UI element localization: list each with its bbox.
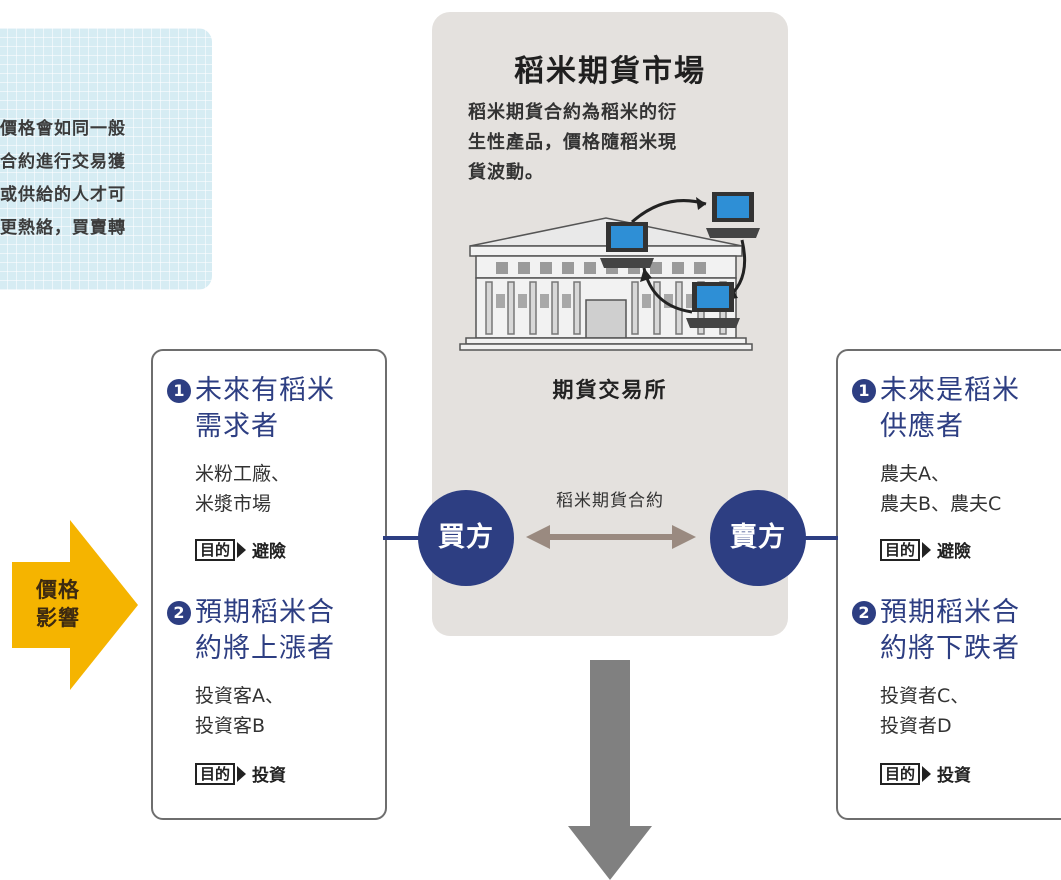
note-line: 更熱絡，買賣轉 [0, 218, 126, 238]
description-line: 生性產品，價格隨稻米現 [468, 132, 677, 153]
seller-group-2-purpose: 目的投資 [880, 761, 971, 786]
futures-exchange-illustration [459, 192, 760, 351]
intro-note: 價格會如同一般 合約進行交易獲 或供給的人才可 更熱絡，買賣轉 [0, 28, 212, 290]
number-badge: 1 [167, 379, 191, 403]
seller-group-1-purpose: 目的避險 [880, 537, 971, 562]
contract-label: 稻米期貨合約 [556, 491, 664, 511]
buyer-group-1-items: 米粉工廠、 米漿市場 [195, 463, 291, 515]
number-badge: 2 [167, 601, 191, 625]
computer-icon [706, 192, 760, 238]
buyer-connector [383, 536, 433, 540]
note-line: 價格會如同一般 [0, 119, 126, 139]
buyer-group-2-items: 投資客A、 投資客B [195, 685, 284, 737]
buyer-group-1-heading-line2: 需求者 [195, 411, 279, 442]
computer-icon [600, 222, 654, 268]
seller-group-2-heading-line2: 約將下跌者 [880, 633, 1020, 664]
exchange-label: 期貨交易所 [552, 377, 668, 402]
computer-icon [686, 282, 740, 328]
note-line: 合約進行交易獲 [0, 152, 126, 172]
seller-group-2-items: 投資者C、 投資者D [880, 685, 970, 737]
number-badge: 1 [852, 379, 876, 403]
seller-role-badge: 賣方 [710, 490, 806, 586]
down-arrow-icon [568, 660, 652, 880]
description-line: 貨波動。 [468, 162, 544, 183]
description-line: 稻米期貨合約為稻米的衍 [468, 102, 677, 123]
seller-group-1-items: 農夫A、 農夫B、農夫C [880, 463, 1002, 515]
seller-group-1-heading-line2: 供應者 [880, 411, 964, 442]
price-influence-label: 價格 影響 [36, 578, 80, 630]
buyer-group-2-purpose: 目的投資 [195, 761, 286, 786]
note-line: 或供給的人才可 [0, 185, 126, 205]
number-badge: 2 [852, 601, 876, 625]
market-title: 稻米期貨市場 [514, 54, 706, 89]
market-description: 稻米期貨合約為稻米的衍 生性產品，價格隨稻米現 貨波動。 [468, 98, 768, 188]
contract-double-arrow-icon [526, 525, 696, 549]
buyer-group-2-heading-line2: 約將上漲者 [195, 633, 335, 664]
buyer-role-badge: 買方 [418, 490, 514, 586]
price-influence-arrow-icon [12, 520, 138, 690]
buyer-group-1-purpose: 目的避險 [195, 537, 286, 562]
computer-network-icon [600, 192, 760, 328]
seller-connector [788, 536, 838, 540]
